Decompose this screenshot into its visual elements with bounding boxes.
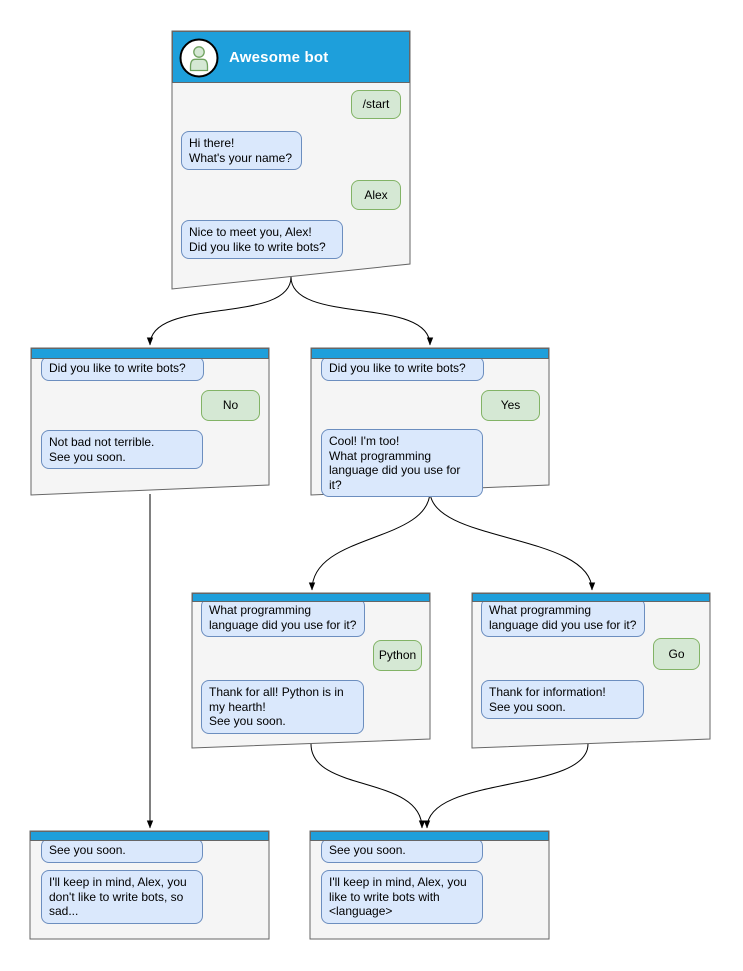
yes-branch-reply-bubble: Cool! I'm too! What programming language… [321, 429, 483, 497]
go-answer-bubble: Go [653, 638, 700, 670]
no-branch-window-header [31, 348, 269, 359]
connector-yes-to-go-branch [429, 490, 596, 591]
go-branch-question-bubble: What programming language did you use fo… [481, 598, 645, 637]
python-branch-reply-bubble: Thank for all! Python is in my hearth! S… [201, 680, 364, 734]
no-answer-bubble: No [201, 390, 260, 421]
bot-title: Awesome bot [229, 49, 329, 66]
yes-branch-question-bubble: Did you like to write bots? [321, 356, 484, 381]
connector-go-to-end-yes [423, 743, 589, 829]
end-yes-message-bubble: See you soon. [321, 838, 483, 863]
start-command-bubble: /start [351, 90, 401, 119]
bot-avatar [179, 38, 219, 78]
end-no-window-header [30, 831, 269, 841]
no-branch-question-bubble: Did you like to write bots? [41, 356, 204, 381]
main-window-header: Awesome bot [172, 31, 410, 83]
person-icon [189, 46, 209, 72]
end-yes-reply-bubble: I'll keep in mind, Alex, you like to wri… [321, 870, 483, 924]
go-branch-window-header [472, 593, 710, 602]
end-yes-window-header [310, 831, 549, 841]
name-reply-bubble: Alex [351, 180, 401, 210]
connector-main-to-no-branch [146, 276, 292, 346]
python-branch-question-bubble: What programming language did you use fo… [201, 598, 365, 637]
greeting-bubble: Hi there! What's your name? [181, 131, 302, 170]
go-branch-reply-bubble: Thank for information! See you soon. [481, 680, 644, 719]
end-no-reply-bubble: I'll keep in mind, Alex, you don't like … [41, 870, 203, 924]
no-branch-reply-bubble: Not bad not terrible. See you soon. [41, 430, 203, 469]
python-answer-bubble: Python [373, 640, 422, 671]
python-branch-window-header [192, 593, 430, 602]
connector-yes-to-python-branch [308, 490, 431, 591]
yes-answer-bubble: Yes [481, 390, 540, 421]
connector-main-to-yes-branch [290, 276, 434, 346]
yes-branch-window-header [311, 348, 549, 359]
nice-to-meet-bubble: Nice to meet you, Alex! Did you like to … [181, 220, 343, 259]
connector-python-to-end-yes [310, 743, 426, 829]
end-no-message-bubble: See you soon. [41, 838, 203, 863]
